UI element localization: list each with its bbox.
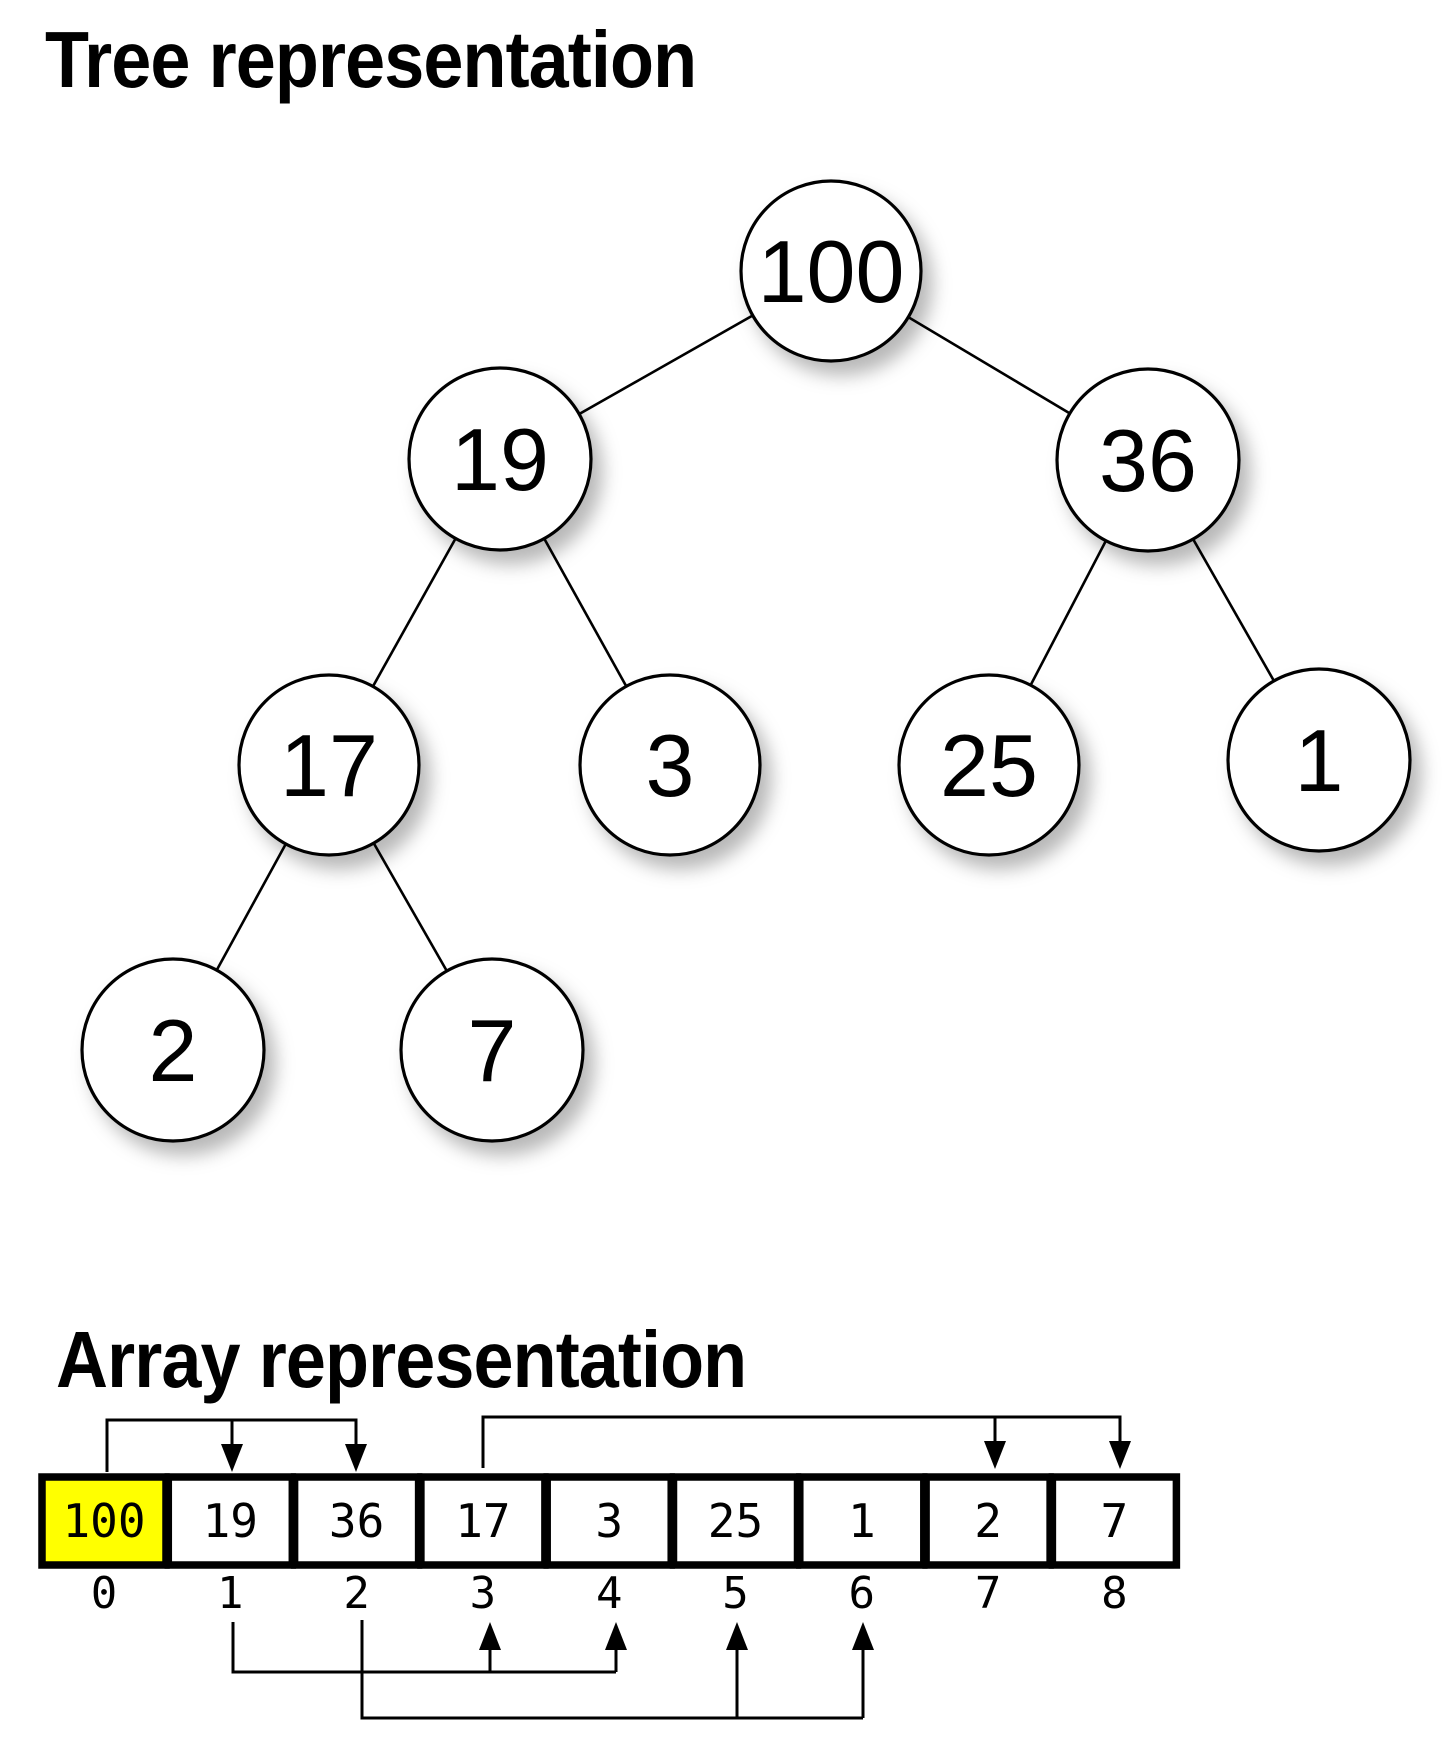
array-cell-value: 17 bbox=[455, 1494, 510, 1548]
tree-node: 2 bbox=[80, 957, 266, 1143]
array-cell-value: 25 bbox=[708, 1494, 763, 1548]
array-top-arrows bbox=[105, 1415, 1131, 1472]
array-cell-value: 1 bbox=[848, 1494, 876, 1548]
tree-node-value: 19 bbox=[451, 410, 549, 509]
tree-nodes: 100 19 36 17 3 25 bbox=[80, 179, 1412, 1143]
tree-node-value: 17 bbox=[280, 716, 378, 815]
tree-node-root: 100 bbox=[739, 179, 923, 363]
array-section-title: Array representation bbox=[56, 1315, 747, 1404]
array-cell-value: 100 bbox=[62, 1494, 145, 1548]
array-index: 3 bbox=[470, 1568, 497, 1619]
array-cell bbox=[290, 1473, 423, 1569]
array-row: 100 19 36 17 3 25 1 2 7 bbox=[38, 1473, 1181, 1569]
tree-node: 17 bbox=[237, 673, 421, 857]
array-cell bbox=[1048, 1473, 1181, 1569]
up-arrowhead bbox=[605, 1622, 627, 1650]
tree-node: 1 bbox=[1226, 667, 1412, 853]
tree-node-value: 7 bbox=[468, 1001, 517, 1100]
tree-node-value: 2 bbox=[149, 1001, 198, 1100]
array-index: 2 bbox=[343, 1568, 370, 1619]
array-index: 0 bbox=[91, 1568, 118, 1619]
array-indices: 0 1 2 3 4 5 6 7 8 bbox=[91, 1568, 1128, 1619]
tree-node-value: 3 bbox=[646, 716, 695, 815]
bracket-2-to-5-6 bbox=[360, 1620, 863, 1720]
tree-node-circle bbox=[1055, 367, 1241, 553]
tree-node-circle bbox=[237, 673, 421, 857]
tree-node: 36 bbox=[1055, 367, 1241, 553]
up-arrowhead bbox=[852, 1622, 874, 1650]
array-index: 6 bbox=[849, 1568, 876, 1619]
array-cell-value: 36 bbox=[329, 1494, 384, 1548]
array-index: 5 bbox=[722, 1568, 749, 1619]
array-cell bbox=[164, 1473, 297, 1569]
tree-node-circle bbox=[1226, 667, 1412, 853]
tree-node-value: 1 bbox=[1295, 711, 1344, 810]
up-arrowhead bbox=[726, 1622, 748, 1650]
tree-node: 25 bbox=[897, 673, 1081, 857]
array-cell bbox=[922, 1473, 1054, 1569]
tree-node-value: 36 bbox=[1099, 411, 1197, 510]
tree-section-title: Tree representation bbox=[45, 15, 697, 104]
down-arrowhead bbox=[345, 1444, 367, 1472]
tree-node-circle bbox=[80, 957, 266, 1143]
tree-node-value: 100 bbox=[758, 222, 905, 321]
array-cell-value: 7 bbox=[1101, 1494, 1129, 1548]
tree-node-circle bbox=[399, 957, 585, 1143]
tree-node: 3 bbox=[578, 673, 762, 857]
tree-node-circle bbox=[739, 179, 923, 363]
array-cell bbox=[543, 1473, 675, 1569]
array-index: 4 bbox=[596, 1568, 623, 1619]
array-index: 7 bbox=[975, 1568, 1002, 1619]
down-arrowhead bbox=[1109, 1441, 1131, 1469]
tree-node-circle bbox=[407, 366, 593, 552]
array-cell-value: 2 bbox=[974, 1494, 1002, 1548]
array-index: 8 bbox=[1101, 1568, 1128, 1619]
tree-node: 19 bbox=[407, 366, 593, 552]
array-bottom-arrows bbox=[231, 1620, 874, 1720]
array-cell-value: 3 bbox=[595, 1494, 623, 1548]
array-cell-value: 19 bbox=[203, 1494, 258, 1548]
array-index: 1 bbox=[217, 1568, 244, 1619]
bracket-1-to-3-4 bbox=[231, 1622, 616, 1674]
tree-node-circle bbox=[897, 673, 1081, 857]
tree-node-value: 25 bbox=[940, 716, 1038, 815]
up-arrowhead bbox=[479, 1622, 501, 1650]
tree-node: 7 bbox=[399, 957, 585, 1143]
array-cell bbox=[796, 1473, 928, 1569]
down-arrowhead bbox=[221, 1444, 243, 1472]
down-arrowhead bbox=[984, 1441, 1006, 1469]
tree-node-circle bbox=[578, 673, 762, 857]
bracket-3-to-7-8 bbox=[481, 1415, 1122, 1468]
